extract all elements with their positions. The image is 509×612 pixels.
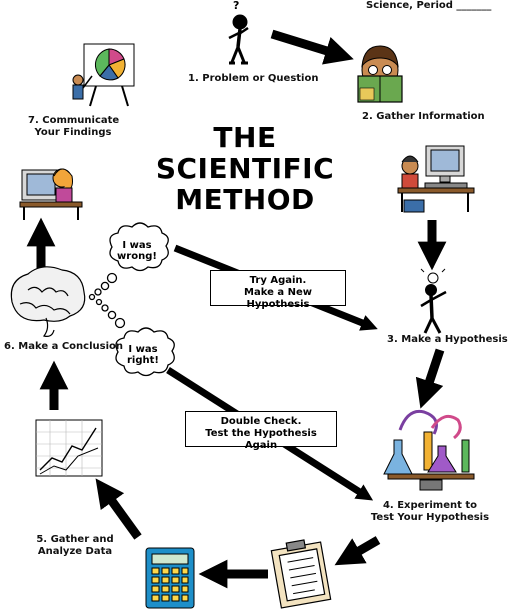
brain-icon <box>10 266 86 337</box>
double-check-line-1: Double Check. <box>220 416 302 427</box>
reading-student-icon <box>357 45 403 103</box>
step-6-label: 6. Make a Conclusion <box>4 341 123 352</box>
line-graph-icon <box>35 419 103 477</box>
try-again-line-2: Make a New Hypothesis <box>244 287 312 310</box>
calculator-icon <box>145 547 195 609</box>
try-again-box: Try Again. Make a New Hypothesis <box>210 270 346 310</box>
clipboard-checklist-icon <box>270 539 332 609</box>
bubble-wrong-line-2: wrong! <box>117 251 157 262</box>
try-again-line-1: Try Again. <box>249 275 307 286</box>
step-4-line-1: 4. Experiment to <box>382 500 478 511</box>
step-4-line-2: Test Your Hypothesis <box>370 512 490 523</box>
lightbulb-stick-figure-icon <box>420 264 447 334</box>
arrow-5b-to-5c <box>95 478 142 540</box>
step-1-label: 1. Problem or Question <box>188 73 319 84</box>
title-line-2: SCIENTIFIC <box>155 152 335 185</box>
step-3-label: 3. Make a Hypothesis <box>387 334 508 345</box>
presentation-easel-icon <box>72 43 135 107</box>
bubble-wrong-line-1: I was <box>122 240 152 251</box>
lab-flasks-icon <box>383 409 475 491</box>
thought-bubble-right <box>95 298 175 377</box>
thinking-stick-figure-icon: ? <box>228 0 249 65</box>
step-7-line-1: 7. Communicate <box>28 115 120 126</box>
arrow-1-to-2 <box>270 29 354 65</box>
svg-text:?: ? <box>233 0 239 12</box>
double-check-box: Double Check. Test the Hypothesis Again <box>185 411 337 451</box>
arrow-3-to-4 <box>415 348 445 409</box>
computer-user-icon <box>19 168 83 220</box>
step-7-label: 7. Communicate Your Findings <box>28 115 120 139</box>
arrow-4-to-5a <box>334 536 381 566</box>
title-line-3: METHOD <box>175 183 315 216</box>
title-line-1: THE <box>213 121 277 154</box>
bubble-right-text: I was right! <box>118 344 168 366</box>
page-title: THE SCIENTIFIC METHOD <box>150 122 340 215</box>
step-5-line-1: 5. Gather and <box>36 534 114 545</box>
step-4-label: 4. Experiment to Test Your Hypothesis <box>370 500 490 524</box>
double-check-line-2: Test the Hypothesis Again <box>205 428 317 451</box>
thought-bubble-wrong <box>88 222 169 301</box>
step-7-line-2: Your Findings <box>34 127 112 138</box>
bubble-right-line-1: I was <box>128 344 158 355</box>
step-5-line-2: Analyze Data <box>37 546 113 557</box>
computer-desk-icon <box>397 145 475 213</box>
step-5-label: 5. Gather and Analyze Data <box>30 534 120 558</box>
bubble-wrong-text: I was wrong! <box>112 240 162 262</box>
bubble-right-line-2: right! <box>127 355 159 366</box>
header-period: Science, Period _______ <box>366 0 492 11</box>
step-2-label: 2. Gather Information <box>362 111 485 122</box>
